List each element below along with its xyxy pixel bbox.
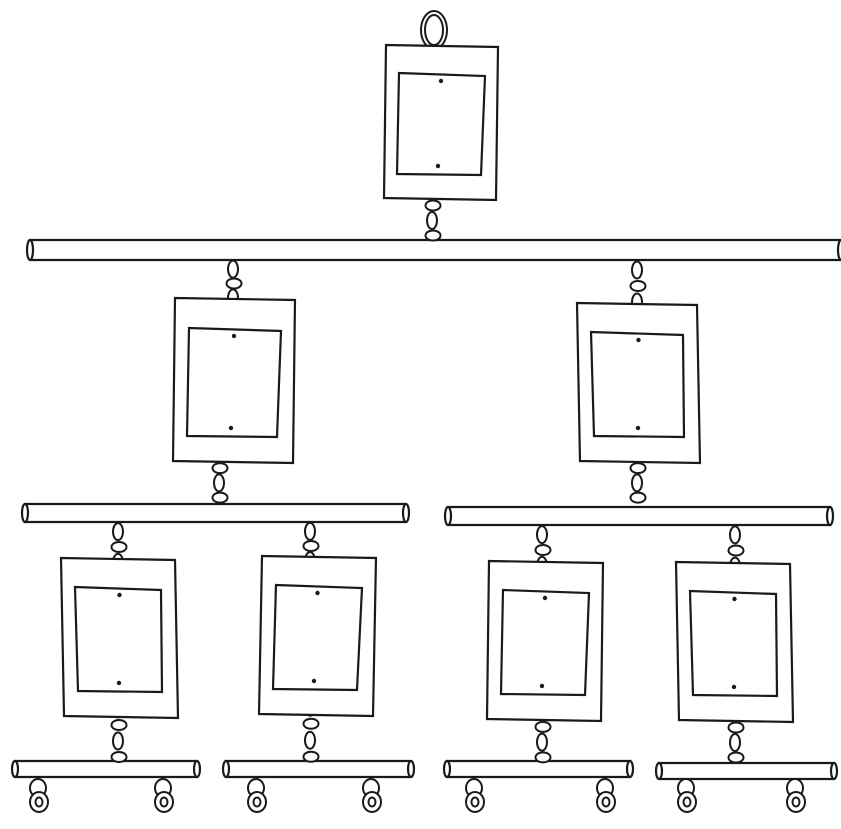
- frame-hole-bottom: [732, 685, 736, 689]
- bar-main: [27, 240, 841, 260]
- frame-level2-d: [676, 562, 793, 722]
- bar-level2-left: [22, 504, 409, 522]
- frame-level1-right: [577, 303, 700, 463]
- frame-top: [384, 45, 498, 200]
- frame-hole-top: [543, 596, 547, 600]
- frame-hole-top: [117, 593, 121, 597]
- frame-hole-top: [732, 597, 736, 601]
- frame-level2-c: [487, 561, 603, 721]
- frame-level2-a: [61, 558, 178, 718]
- frame-hole-bottom: [117, 681, 121, 685]
- frame-hole-top: [232, 334, 236, 338]
- frame-hole-bottom: [312, 679, 316, 683]
- end-hook-b-left: [248, 779, 266, 812]
- bar-level3-d: [656, 763, 837, 779]
- bar-level3-b: [223, 761, 414, 777]
- frame-hole-bottom: [436, 164, 440, 168]
- bar-level2-right: [445, 507, 833, 525]
- frame-hole-top: [439, 79, 443, 83]
- frame-hole-bottom: [229, 426, 233, 430]
- end-hook-b-right: [363, 779, 381, 812]
- frames-layer: [61, 45, 793, 722]
- frame-level2-b: [259, 556, 376, 716]
- frame-hole-bottom: [540, 684, 544, 688]
- end-hook-c-right: [597, 779, 615, 812]
- end-hook-d-right: [787, 779, 805, 812]
- end-hook-c-left: [466, 779, 484, 812]
- frame-hole-top: [636, 338, 640, 342]
- end-hook-a-left: [30, 779, 48, 812]
- frame-hole-bottom: [636, 426, 640, 430]
- bar-level3-a: [12, 761, 200, 777]
- end-hook-d-left: [678, 779, 696, 812]
- frame-level1-left: [173, 298, 295, 463]
- top-ring: [421, 11, 447, 49]
- end-hook-a-right: [155, 779, 173, 812]
- frame-hole-top: [315, 591, 319, 595]
- bar-level3-c: [444, 761, 633, 777]
